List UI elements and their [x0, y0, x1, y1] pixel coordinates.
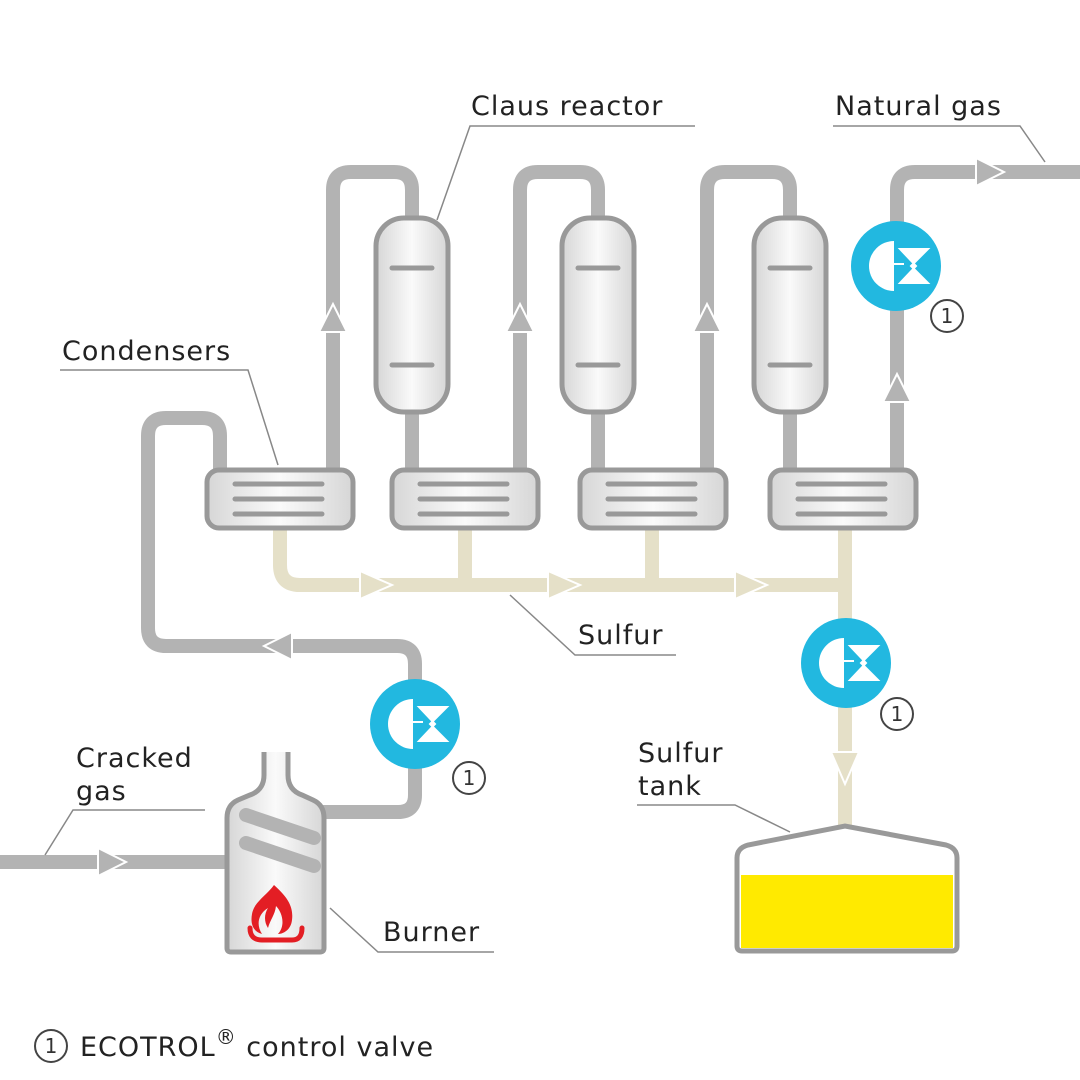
label-sulfur-tank-1: Sulfur	[638, 738, 723, 769]
label-claus-reactor: Claus reactor	[471, 91, 663, 122]
condenser-2	[389, 467, 541, 531]
condenser-3	[577, 467, 729, 531]
condenser-4	[767, 467, 919, 531]
label-natural-gas: Natural gas	[835, 91, 1002, 122]
label-condensers: Condensers	[62, 336, 231, 367]
label-cracked: Cracked	[76, 743, 193, 774]
sulfur-tank	[734, 823, 960, 954]
label-gas: gas	[76, 776, 127, 807]
svg-text:ECOTROL® control valve: ECOTROL® control valve	[80, 1025, 434, 1063]
claus-reactors	[373, 215, 829, 415]
legend-text: ECOTROL	[80, 1032, 216, 1063]
leader-lines	[44, 125, 1046, 953]
label-sulfur-tank-2: tank	[638, 771, 702, 802]
reactor-1	[373, 215, 451, 415]
condenser-1	[204, 467, 356, 531]
condensers	[204, 467, 919, 531]
reactor-2	[559, 215, 637, 415]
svg-text:1: 1	[45, 1034, 58, 1058]
label-sulfur: Sulfur	[578, 620, 663, 651]
sulfur-lines	[273, 528, 861, 830]
svg-text:1: 1	[463, 766, 476, 790]
label-burner: Burner	[383, 917, 480, 948]
legend: 1 ECOTROL® control valve	[34, 1025, 434, 1063]
burner	[224, 752, 327, 955]
reactor-3	[751, 215, 829, 415]
svg-text:1: 1	[891, 702, 904, 726]
control-valve-icon[interactable]	[369, 678, 461, 770]
control-valve-icon[interactable]	[850, 220, 942, 312]
registered-mark: ®	[216, 1025, 237, 1049]
control-valve-icon[interactable]	[800, 617, 892, 709]
svg-text:1: 1	[941, 304, 954, 328]
flame-icon	[251, 885, 293, 934]
valve-markers: 1 1 1	[452, 299, 964, 795]
legend-suffix: control valve	[237, 1032, 434, 1063]
